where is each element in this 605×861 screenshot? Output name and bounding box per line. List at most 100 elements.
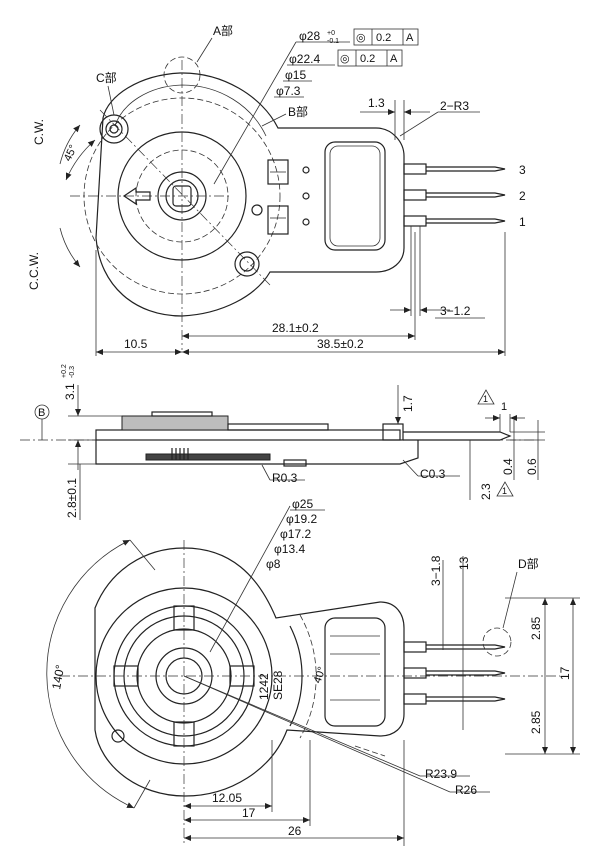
dim-10-5: 10.5 — [124, 337, 148, 351]
bottom-pins — [403, 641, 506, 705]
leader-r23-9 — [183, 675, 421, 777]
dim-2-8: 2.8±0.1 — [65, 478, 79, 518]
dim-0-4: 0.4 — [501, 458, 515, 475]
bottom-view: 1242 SE28 40° D部 φ25 φ19.2 φ17.2 φ13.4 φ… — [46, 497, 580, 846]
leader-part-c — [107, 85, 115, 116]
side-substrate — [95, 429, 401, 441]
top-body-inner — [114, 84, 267, 137]
leader-2-r3 — [399, 111, 439, 137]
label-part-c: C部 — [96, 70, 117, 85]
top-pin-3 — [426, 166, 506, 172]
bottom-terminal-housing — [324, 617, 386, 727]
top-part-a-circle — [163, 56, 201, 94]
dim-28-1: 28.1±0.2 — [272, 321, 319, 335]
dim-dia-25: φ25 — [292, 497, 313, 511]
label-cw: C.W. — [32, 119, 46, 145]
bottom-pin-c-base — [403, 693, 427, 705]
leader-diameters — [213, 41, 297, 185]
gdt-val-1: 0.2 — [376, 32, 391, 44]
gdt-ref-2: A — [390, 53, 398, 65]
tri-label-2: 1 — [502, 486, 507, 496]
top-rivet-3 — [302, 218, 310, 226]
dim-3-1-lower: -0.3 — [69, 366, 76, 378]
angle-40: 40° — [312, 665, 329, 685]
top-mount-hole-2-outer — [234, 251, 260, 277]
bottom-pin-b — [426, 670, 506, 676]
top-pad-1 — [267, 159, 289, 185]
angle-140: 140° — [49, 663, 67, 690]
ccw-arc — [59, 227, 81, 268]
dim-c0-3: C0.3 — [420, 467, 446, 481]
tri-label-1: 1 — [483, 394, 488, 404]
side-view: B 3.1 +0.2 -0.3 2.8±0.1 1.7 1 1 1 0.4 0. — [20, 364, 545, 520]
leader-c0-3 — [402, 459, 419, 477]
dim-3-1-upper: +0.2 — [61, 364, 68, 378]
gdt-sym-1: ◎ — [356, 32, 366, 44]
bottom-pin-b-base — [403, 667, 427, 679]
dim-dia-28-tol-lower: -0.1 — [327, 38, 339, 45]
label-part-a: A部 — [213, 23, 233, 38]
leader-bottom-diameters — [209, 505, 291, 653]
bottom-part-d-circle — [482, 627, 512, 657]
side-clip — [283, 459, 307, 467]
dim-0-6: 0.6 — [525, 458, 539, 475]
gdt-sym-2: ◎ — [340, 53, 350, 65]
side-pin — [403, 431, 512, 441]
top-pointer-arrow — [122, 186, 151, 206]
gdt-ref-1: A — [406, 32, 414, 44]
pin-label-3: 3 — [519, 163, 526, 177]
angle-45-arc — [65, 139, 96, 181]
bottom-small-hole — [111, 729, 125, 743]
dim-26: 26 — [288, 824, 302, 838]
top-mount-hole-2-inner — [239, 256, 255, 272]
dim-12-05: 12.05 — [212, 791, 242, 805]
dim-r0-3: R0.3 — [272, 471, 298, 485]
bottom-pin-a — [426, 644, 506, 650]
top-rivet-2 — [302, 192, 310, 200]
dim-1: 1 — [501, 401, 507, 413]
label-part-b: B部 — [288, 104, 308, 119]
side-shaft-top — [151, 411, 213, 417]
top-mount-hole-c-inner — [105, 120, 123, 138]
leader-part-b — [261, 113, 287, 127]
dim-2-r3: 2−R3 — [440, 99, 469, 113]
dim-dia-8: φ8 — [266, 557, 281, 571]
side-base-plate — [95, 440, 419, 465]
side-contact-strip — [145, 453, 271, 461]
top-pin-2 — [426, 192, 506, 198]
dim-3-1-8: 3−1.8 — [429, 555, 443, 586]
angle-140-ext-bottom — [133, 779, 151, 809]
gdt-frame-1 — [353, 28, 419, 46]
top-rivet-1 — [302, 166, 310, 174]
bottom-track-arc — [289, 625, 303, 727]
bottom-body-outline — [94, 547, 405, 797]
dim-dia-13-4: φ13.4 — [274, 542, 305, 556]
dim-dia-22-4: φ22.4 — [289, 52, 320, 66]
top-terminal-housing — [324, 141, 386, 251]
side-housing-step — [227, 423, 329, 431]
dim-dia-15: φ15 — [285, 68, 306, 82]
bottom-pin-a-base — [403, 641, 427, 653]
dim-1-7: 1.7 — [401, 395, 415, 412]
dim-r26: R26 — [455, 783, 477, 797]
top-terminal-housing-inner — [329, 145, 381, 247]
side-rotor — [121, 415, 229, 431]
tri-marker-2 — [496, 481, 514, 497]
top-pin-2-base — [403, 189, 427, 201]
top-view: 3 2 1 A部 C部 B部 C.W. C.C.W. 45° φ28 +0 -0… — [27, 23, 526, 356]
top-mount-hole-c-core — [109, 124, 119, 134]
dim-17-h: 17 — [242, 806, 256, 820]
angle-140-ext-top — [129, 539, 156, 571]
dim-1-3: 1.3 — [368, 96, 385, 110]
dim-2-85-b: 2.85 — [529, 710, 543, 734]
dim-2-3: 2.3 — [479, 483, 493, 500]
bottom-track-dashed — [299, 614, 317, 739]
top-mount-hole-c-outer — [99, 114, 129, 144]
leader-r0-3 — [261, 464, 271, 481]
top-pin-3-base — [403, 163, 427, 175]
dim-dia-17-2: φ17.2 — [280, 527, 311, 541]
gdt-val-2: 0.2 — [360, 53, 375, 65]
marking-1242: 1242 — [257, 673, 271, 700]
dim-38-5: 38.5±0.2 — [317, 337, 364, 351]
